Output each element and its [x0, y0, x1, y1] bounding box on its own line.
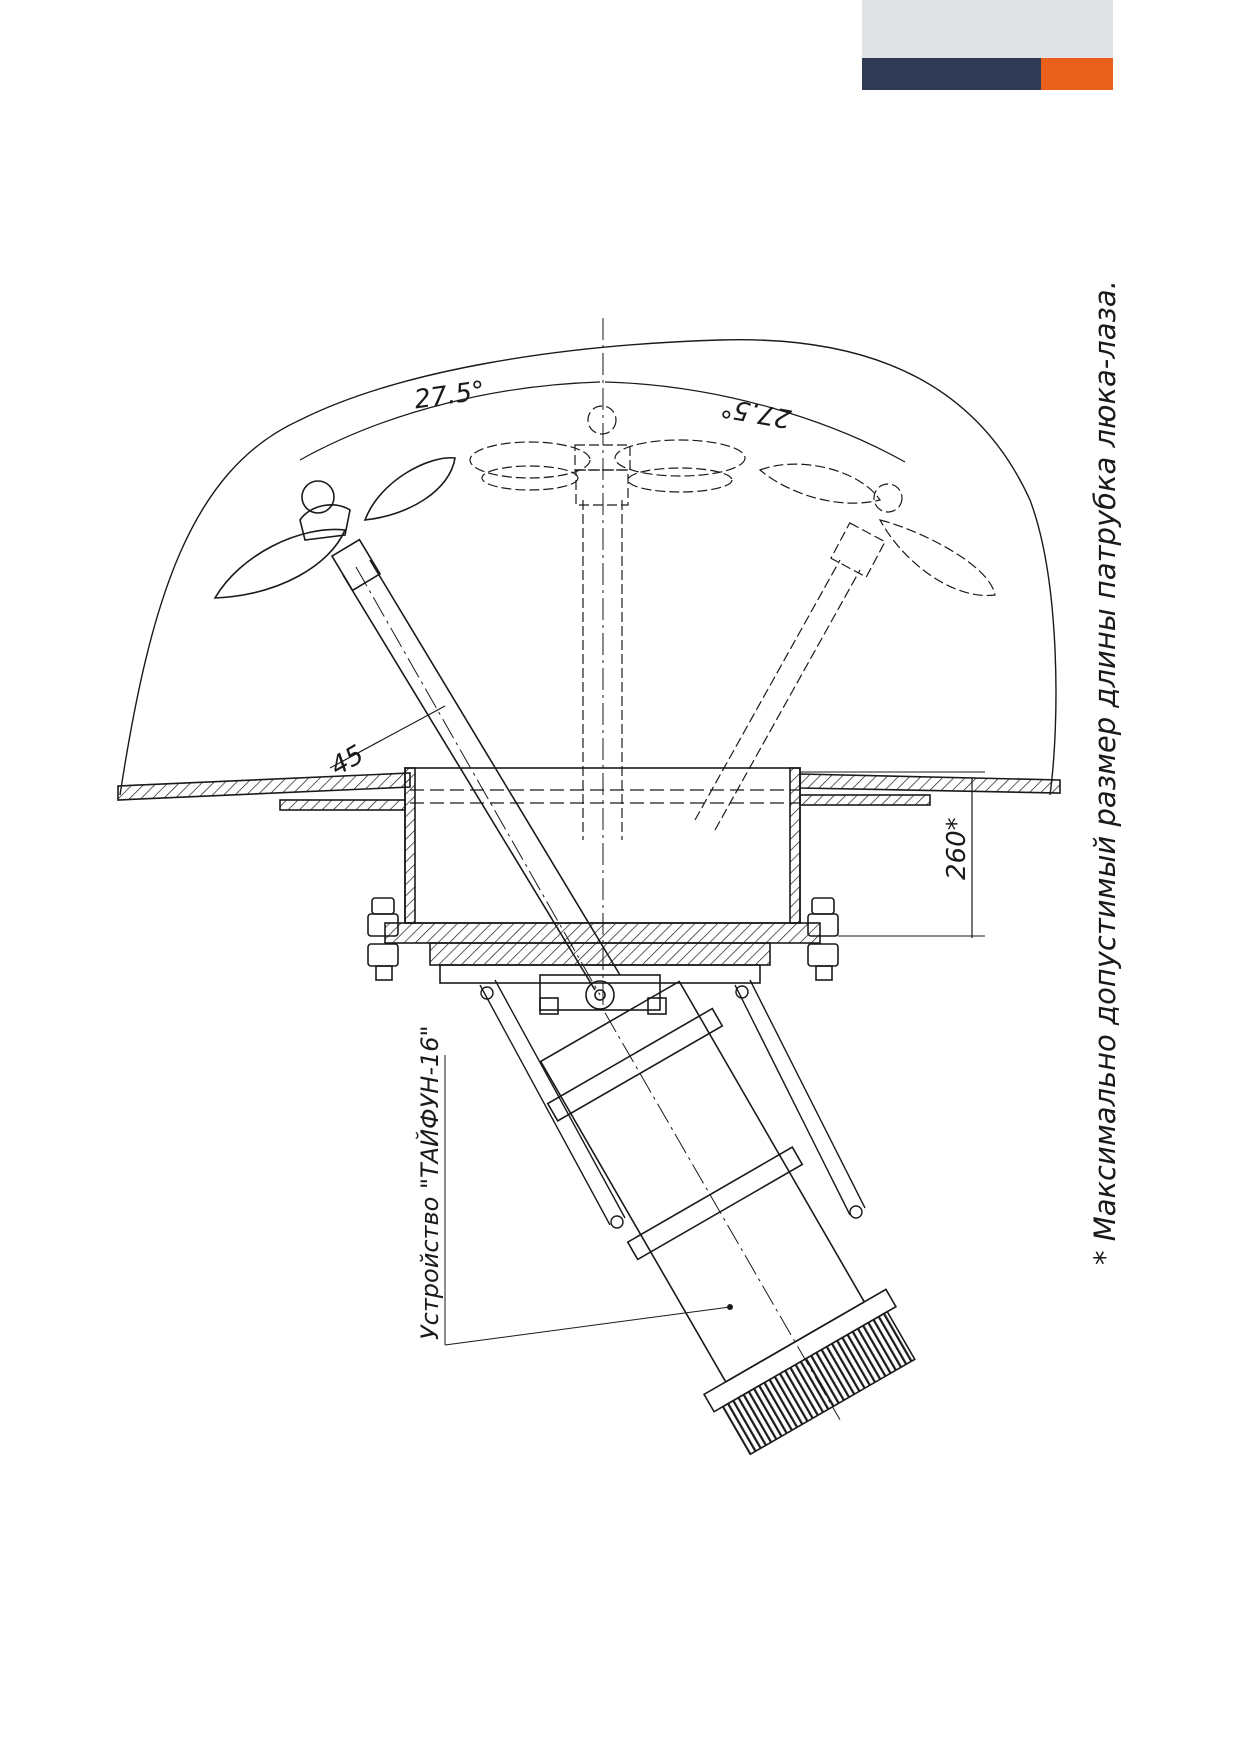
device-label: Устройство "ТАЙФУН-16"	[415, 1025, 444, 1340]
nozzle-flange	[384, 922, 821, 944]
hinge-pin	[585, 980, 615, 1010]
mixer-right	[694, 463, 996, 831]
angle-arc-right	[604, 381, 906, 463]
bolt-right	[807, 897, 839, 981]
reinforcement-plate-left	[279, 799, 406, 811]
hinge-bolt-2	[647, 997, 667, 1015]
brand-bar-orange	[1041, 58, 1113, 90]
angle-arc-left	[299, 381, 601, 461]
device-leader-line	[444, 1306, 731, 1346]
footnote: * Максимально допустимый размер длины па…	[1088, 280, 1122, 1265]
tank-wall-right	[799, 773, 1061, 794]
dim-260-label: 260*	[942, 817, 972, 880]
hinge-bolt-1	[539, 997, 559, 1015]
motor-housing	[539, 980, 916, 1456]
mounting-plate	[429, 942, 771, 966]
nozzle-wall-left	[404, 767, 416, 924]
brand-bar-navy	[862, 58, 1041, 90]
support-rods	[479, 979, 866, 1229]
mixer-left	[213, 457, 621, 996]
dim-45-line	[329, 705, 446, 769]
bolt-left	[367, 897, 399, 981]
tank-dome-outline	[119, 338, 1057, 796]
device-leader-dot	[727, 1304, 733, 1310]
tank-wall-left	[117, 772, 411, 801]
hinge-pin-inner	[594, 989, 606, 1001]
brand-strip	[862, 0, 1113, 90]
nozzle-wall-right	[789, 767, 801, 924]
angle-label-left: 27.5°	[412, 376, 486, 416]
mixer-center	[469, 405, 746, 840]
mounting-base	[439, 964, 761, 984]
reinforcement-plate-right	[799, 794, 931, 806]
angle-label-right: 27.5°	[719, 391, 794, 433]
brand-bar-grey	[862, 0, 1113, 58]
